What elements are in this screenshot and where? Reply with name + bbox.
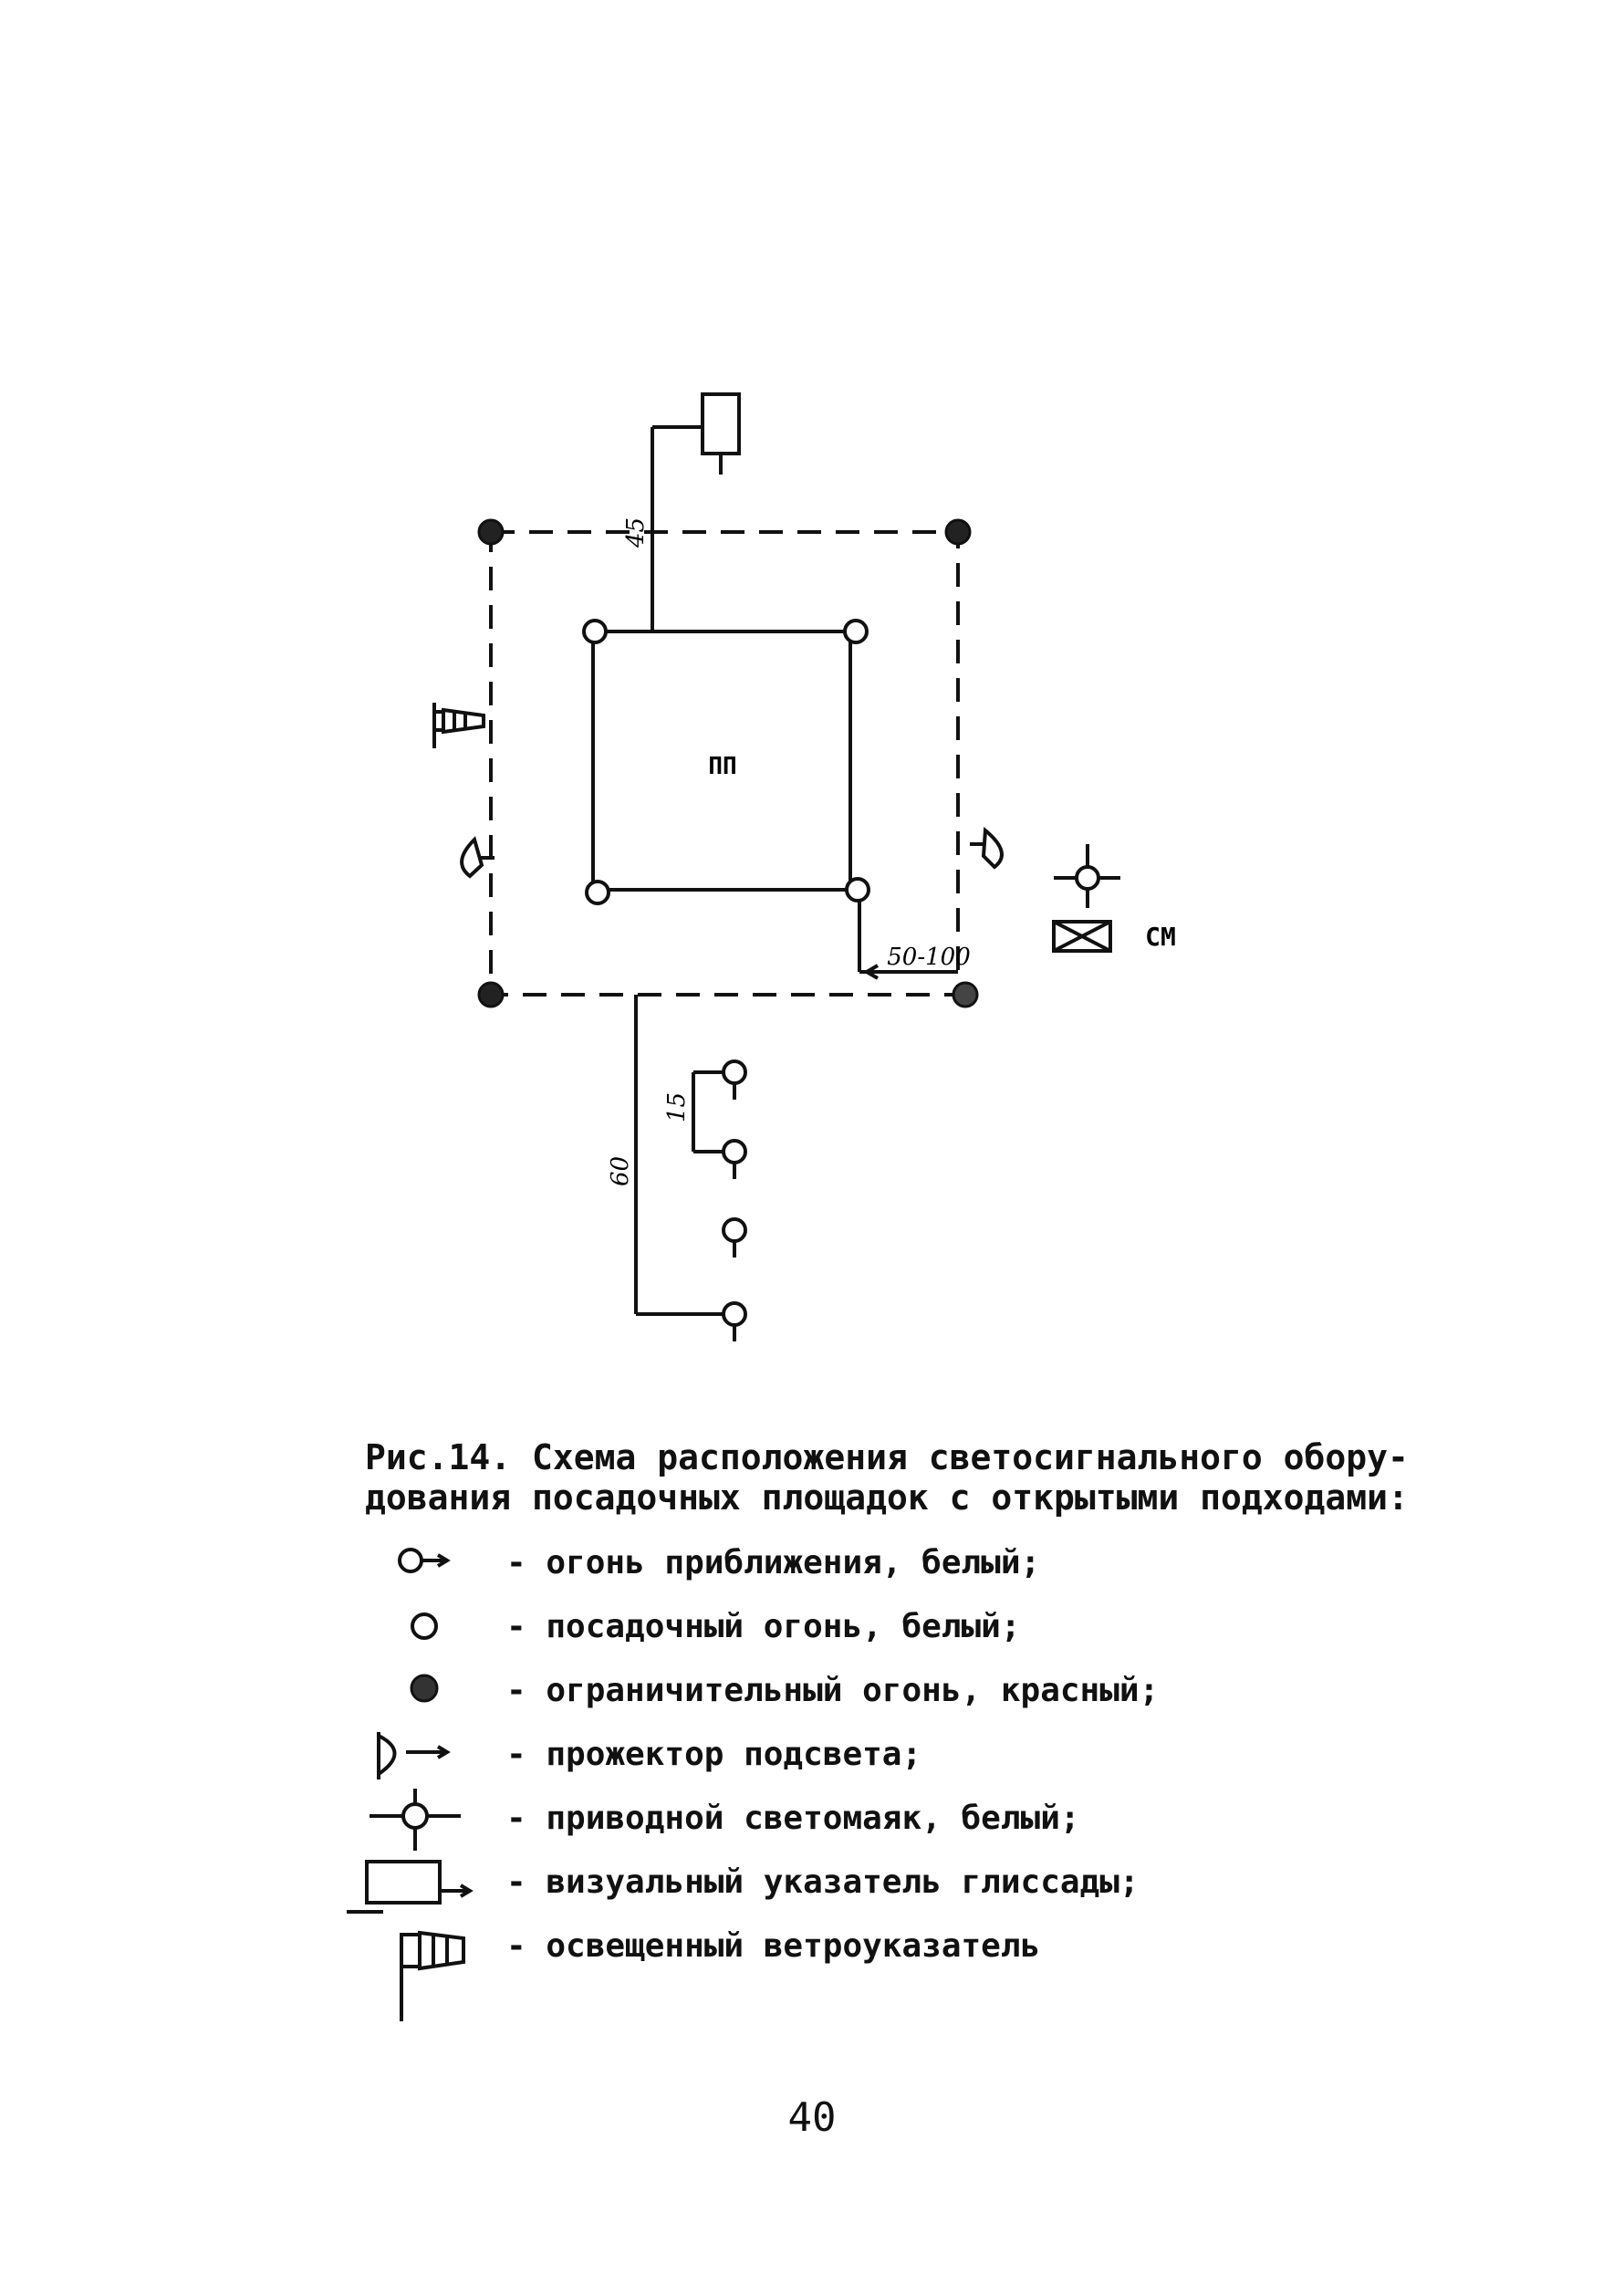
- legend-item-boundary-light: - ограничительный огонь, красный;: [347, 1661, 1350, 1725]
- legend-item-windsock: - освещенный ветроуказатель: [347, 1916, 1350, 2021]
- caption-line-1: Рис.14. Схема расположения светосигнальн…: [365, 1437, 1409, 1477]
- page-number: 40: [787, 2094, 837, 2141]
- dim-spacing: 15: [663, 1092, 691, 1122]
- caption-line-2: дования посадочных площадок с открытыми …: [365, 1477, 1409, 1518]
- legend-item-landing-light: - посадочный огонь, белый;: [347, 1597, 1350, 1661]
- dim-approach: 60: [607, 1156, 634, 1186]
- dim-glide: 45: [622, 517, 650, 548]
- figure-caption: Рис.14. Схема расположения светосигнальн…: [365, 1437, 1409, 1518]
- pad-label: ПП: [708, 753, 736, 780]
- boundary-light-icon: [477, 518, 979, 1008]
- landing-pad: [591, 630, 852, 892]
- glide-slope-indicator-icon: [701, 392, 741, 475]
- legend-text: - освещенный ветроуказатель: [506, 1927, 1041, 1965]
- boundary-light-icon: [410, 1674, 439, 1703]
- legend-item-floodlight: - прожектор подсвета;: [347, 1725, 1350, 1789]
- floodlight-icon: [460, 826, 1004, 879]
- glide-slope-indicator-icon: [347, 1860, 474, 1914]
- beacon-icon: [1052, 844, 1120, 953]
- beacon-label: СМ: [1145, 922, 1176, 952]
- windsock-icon: [432, 703, 485, 748]
- dim-offset: 50-100: [887, 944, 971, 971]
- landing-light-icon: [411, 1612, 438, 1640]
- approach-light-icon: [722, 1059, 747, 1341]
- approach-light-icon: [398, 1548, 451, 1573]
- legend-text: - посадочный огонь, белый;: [506, 1608, 1021, 1645]
- lighting-layout-diagram: ПП СМ 45 50-100 15 60: [432, 392, 1176, 1341]
- legend-item-beacon: - приводной светомаяк, белый;: [347, 1789, 1350, 1852]
- outer-boundary: [489, 530, 960, 997]
- windsock-icon: [400, 1930, 465, 2021]
- legend-text: - визуальный указатель глиссады;: [506, 1863, 1140, 1901]
- legend-text: - приводной светомаяк, белый;: [506, 1800, 1080, 1837]
- landing-light-icon: [582, 619, 870, 905]
- legend-item-approach-light: - огонь приближения, белый;: [347, 1533, 1350, 1597]
- floodlight-icon: [377, 1732, 451, 1779]
- beacon-icon: [370, 1789, 461, 1851]
- legend-item-glide-slope: - визуальный указатель глиссады;: [347, 1852, 1350, 1916]
- legend-text: - ограничительный огонь, красный;: [506, 1672, 1160, 1709]
- legend-text: - огонь приближения, белый;: [506, 1544, 1041, 1581]
- legend-text: - прожектор подсвета;: [506, 1736, 922, 1773]
